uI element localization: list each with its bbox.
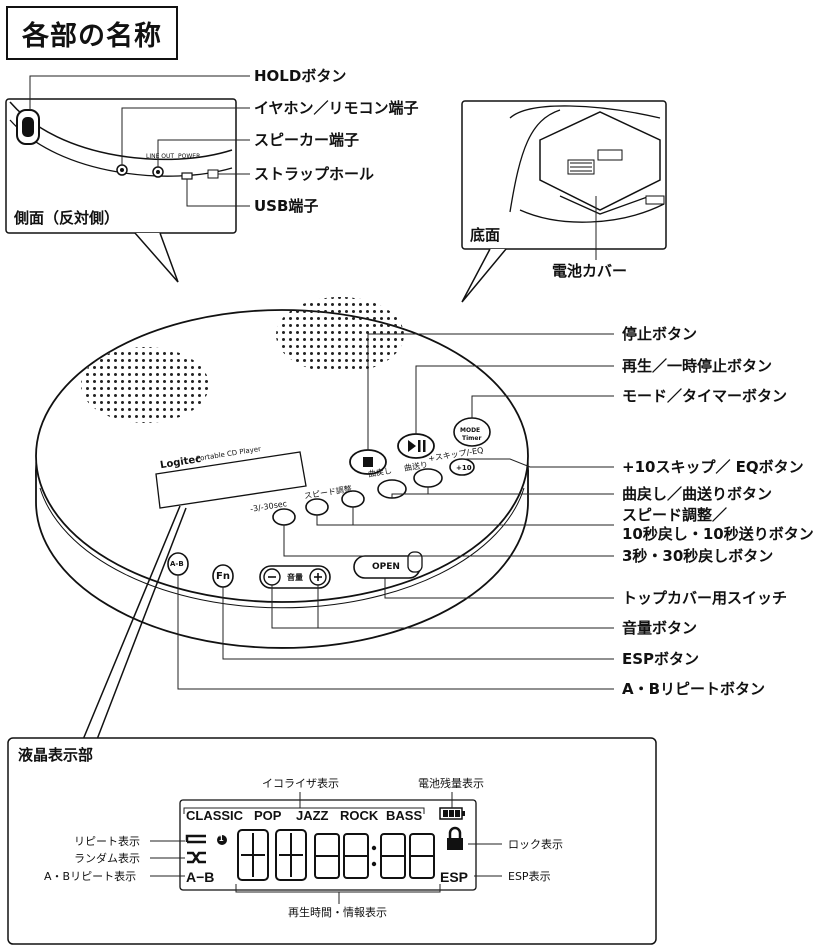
label-ab-repeat: A・Bリピートボタン [622, 680, 766, 698]
lcd-equalizer-label: イコライザ表示 [262, 777, 339, 790]
device-fn-text: Fn [216, 571, 230, 582]
lcd-ab-label: A・Bリピート表示 [44, 870, 137, 883]
battery-cover[interactable] [539, 111, 661, 211]
device-open-text: OPEN [372, 562, 400, 572]
port-label-lineout: LINE OUT [146, 153, 175, 160]
lock-icon [447, 838, 463, 850]
label-back-3-30: 3秒・30秒戻しボタン [622, 547, 774, 565]
cd-player [35, 297, 529, 649]
lcd-eq-classic: CLASSIC [186, 808, 244, 823]
lcd-panel [7, 737, 657, 945]
label-hold: HOLDボタン [254, 67, 347, 85]
repeat-icon [185, 834, 206, 844]
label-skip10-eq: +10スキップ／ EQボタン [622, 458, 804, 476]
device-mode-text: MODE [460, 427, 481, 434]
bottom-view-inset [461, 100, 667, 303]
lcd-eq-bass: BASS [386, 808, 423, 823]
lcd-eq-pop: POP [254, 808, 282, 823]
lcd-section-title: 液晶表示部 [18, 746, 94, 764]
label-strap: ストラップホール [254, 165, 375, 183]
leader-lines [177, 333, 614, 690]
strap-hole [207, 169, 219, 179]
device-ab-text: A-B [170, 560, 184, 568]
label-speed-1: スピード調整／ [622, 506, 728, 524]
lcd-ab-text: A−B [186, 869, 215, 885]
lcd-repeat-one: 1 [219, 834, 224, 843]
label-volume: 音量ボタン [622, 619, 698, 637]
usb-port [181, 172, 193, 180]
bottom-view-title: 底面 [470, 226, 501, 244]
right-speaker-grille [276, 297, 404, 373]
lcd-esp-text: ESP [440, 869, 469, 885]
side-view-inset [5, 75, 250, 283]
lcd-battery-label: 電池残量表示 [418, 777, 484, 790]
port-label-power: POWER [178, 153, 201, 160]
lcd-digits [237, 829, 435, 881]
label-top-cover: トップカバー用スイッチ [622, 589, 788, 607]
label-earphone: イヤホン／リモコン端子 [254, 99, 419, 117]
lcd-time-label: 再生時間・情報表示 [288, 906, 387, 919]
label-battery-cover: 電池カバー [552, 262, 628, 280]
label-usb: USB端子 [254, 197, 319, 215]
lcd-eq-jazz: JAZZ [296, 808, 329, 823]
label-esp: ESPボタン [622, 650, 700, 668]
lcd-random-label: ランダム表示 [74, 852, 140, 865]
page-title-text: 各部の名称 [22, 20, 162, 52]
label-speed-2: 10秒戻し・10秒送りボタン [622, 525, 814, 543]
lcd-repeat-label: リピート表示 [74, 835, 140, 848]
device-timer-text: Timer [462, 435, 482, 442]
device-volume-text: 音量 [287, 573, 303, 582]
label-play-pause: 再生／一時停止ボタン [622, 357, 773, 375]
lcd-esp-label: ESP表示 [508, 870, 551, 883]
label-mode-timer: モード／タイマーボタン [622, 387, 788, 405]
label-stop: 停止ボタン [622, 325, 698, 343]
device-lcd [155, 451, 307, 509]
random-icon [187, 851, 206, 864]
label-prev-next: 曲戻し／曲送りボタン [622, 485, 773, 503]
device-plus10-text: +10 [456, 464, 472, 472]
label-speaker-port: スピーカー端子 [254, 131, 360, 149]
lcd-eq-rock: ROCK [340, 808, 379, 823]
left-speaker-grille [81, 347, 209, 423]
side-view-title: 側面（反対側） [14, 209, 120, 227]
lcd-lock-label: ロック表示 [508, 838, 563, 851]
page-title: 各部の名称 [6, 6, 178, 60]
